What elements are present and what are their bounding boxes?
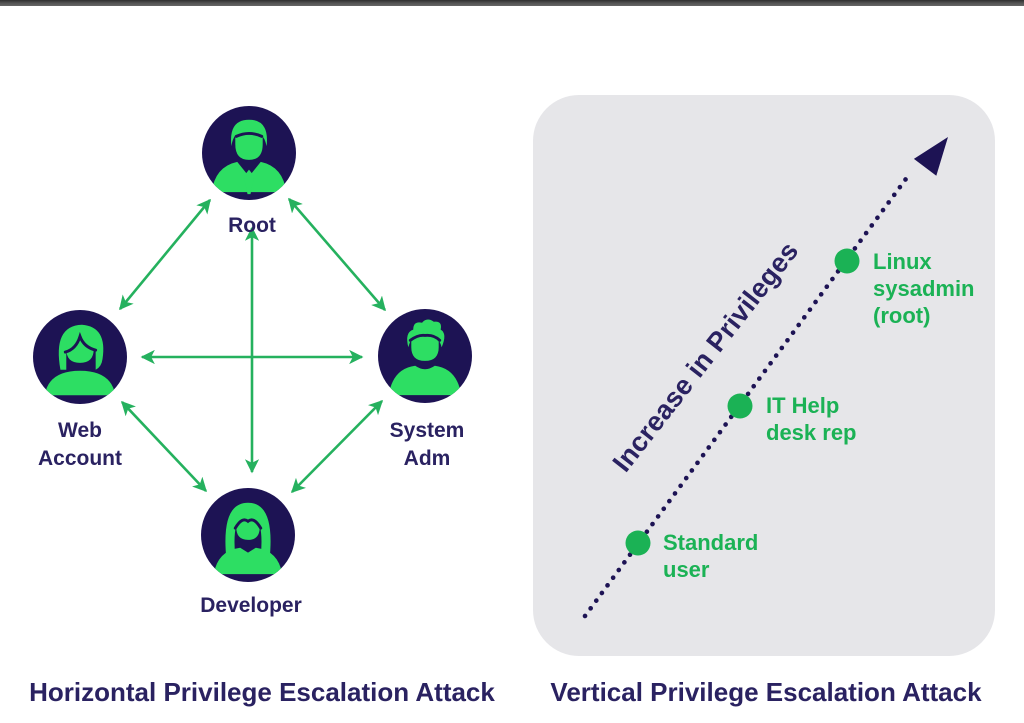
left-diagram-caption: Horizontal Privilege Escalation Attack bbox=[29, 677, 495, 707]
node-label-developer: Developer bbox=[200, 594, 302, 617]
node-label-web-account: Web Account bbox=[38, 419, 122, 470]
businessman-avatar-icon bbox=[211, 119, 287, 195]
avatar-developer bbox=[201, 488, 295, 582]
level-label-linux-sysadmin: Linux sysadmin (root) bbox=[873, 249, 975, 328]
man-curly-hair-avatar-icon bbox=[388, 319, 462, 396]
window-top-bar bbox=[0, 0, 1024, 6]
right-diagram-caption: Vertical Privilege Escalation Attack bbox=[550, 677, 982, 707]
level-label-it-help: IT Help desk rep bbox=[766, 393, 857, 445]
avatar-root bbox=[202, 106, 296, 200]
woman-short-hair-avatar-icon bbox=[44, 324, 116, 396]
node-label-root: Root bbox=[228, 214, 276, 237]
woman-long-hair-avatar-icon bbox=[213, 502, 283, 575]
avatar-system-adm bbox=[378, 309, 472, 403]
level-label-standard-user: Standard user bbox=[663, 530, 759, 582]
vertical-diagram-panel bbox=[533, 95, 995, 656]
avatar-web-account bbox=[33, 310, 127, 404]
node-label-system-adm: System Adm bbox=[389, 419, 465, 470]
